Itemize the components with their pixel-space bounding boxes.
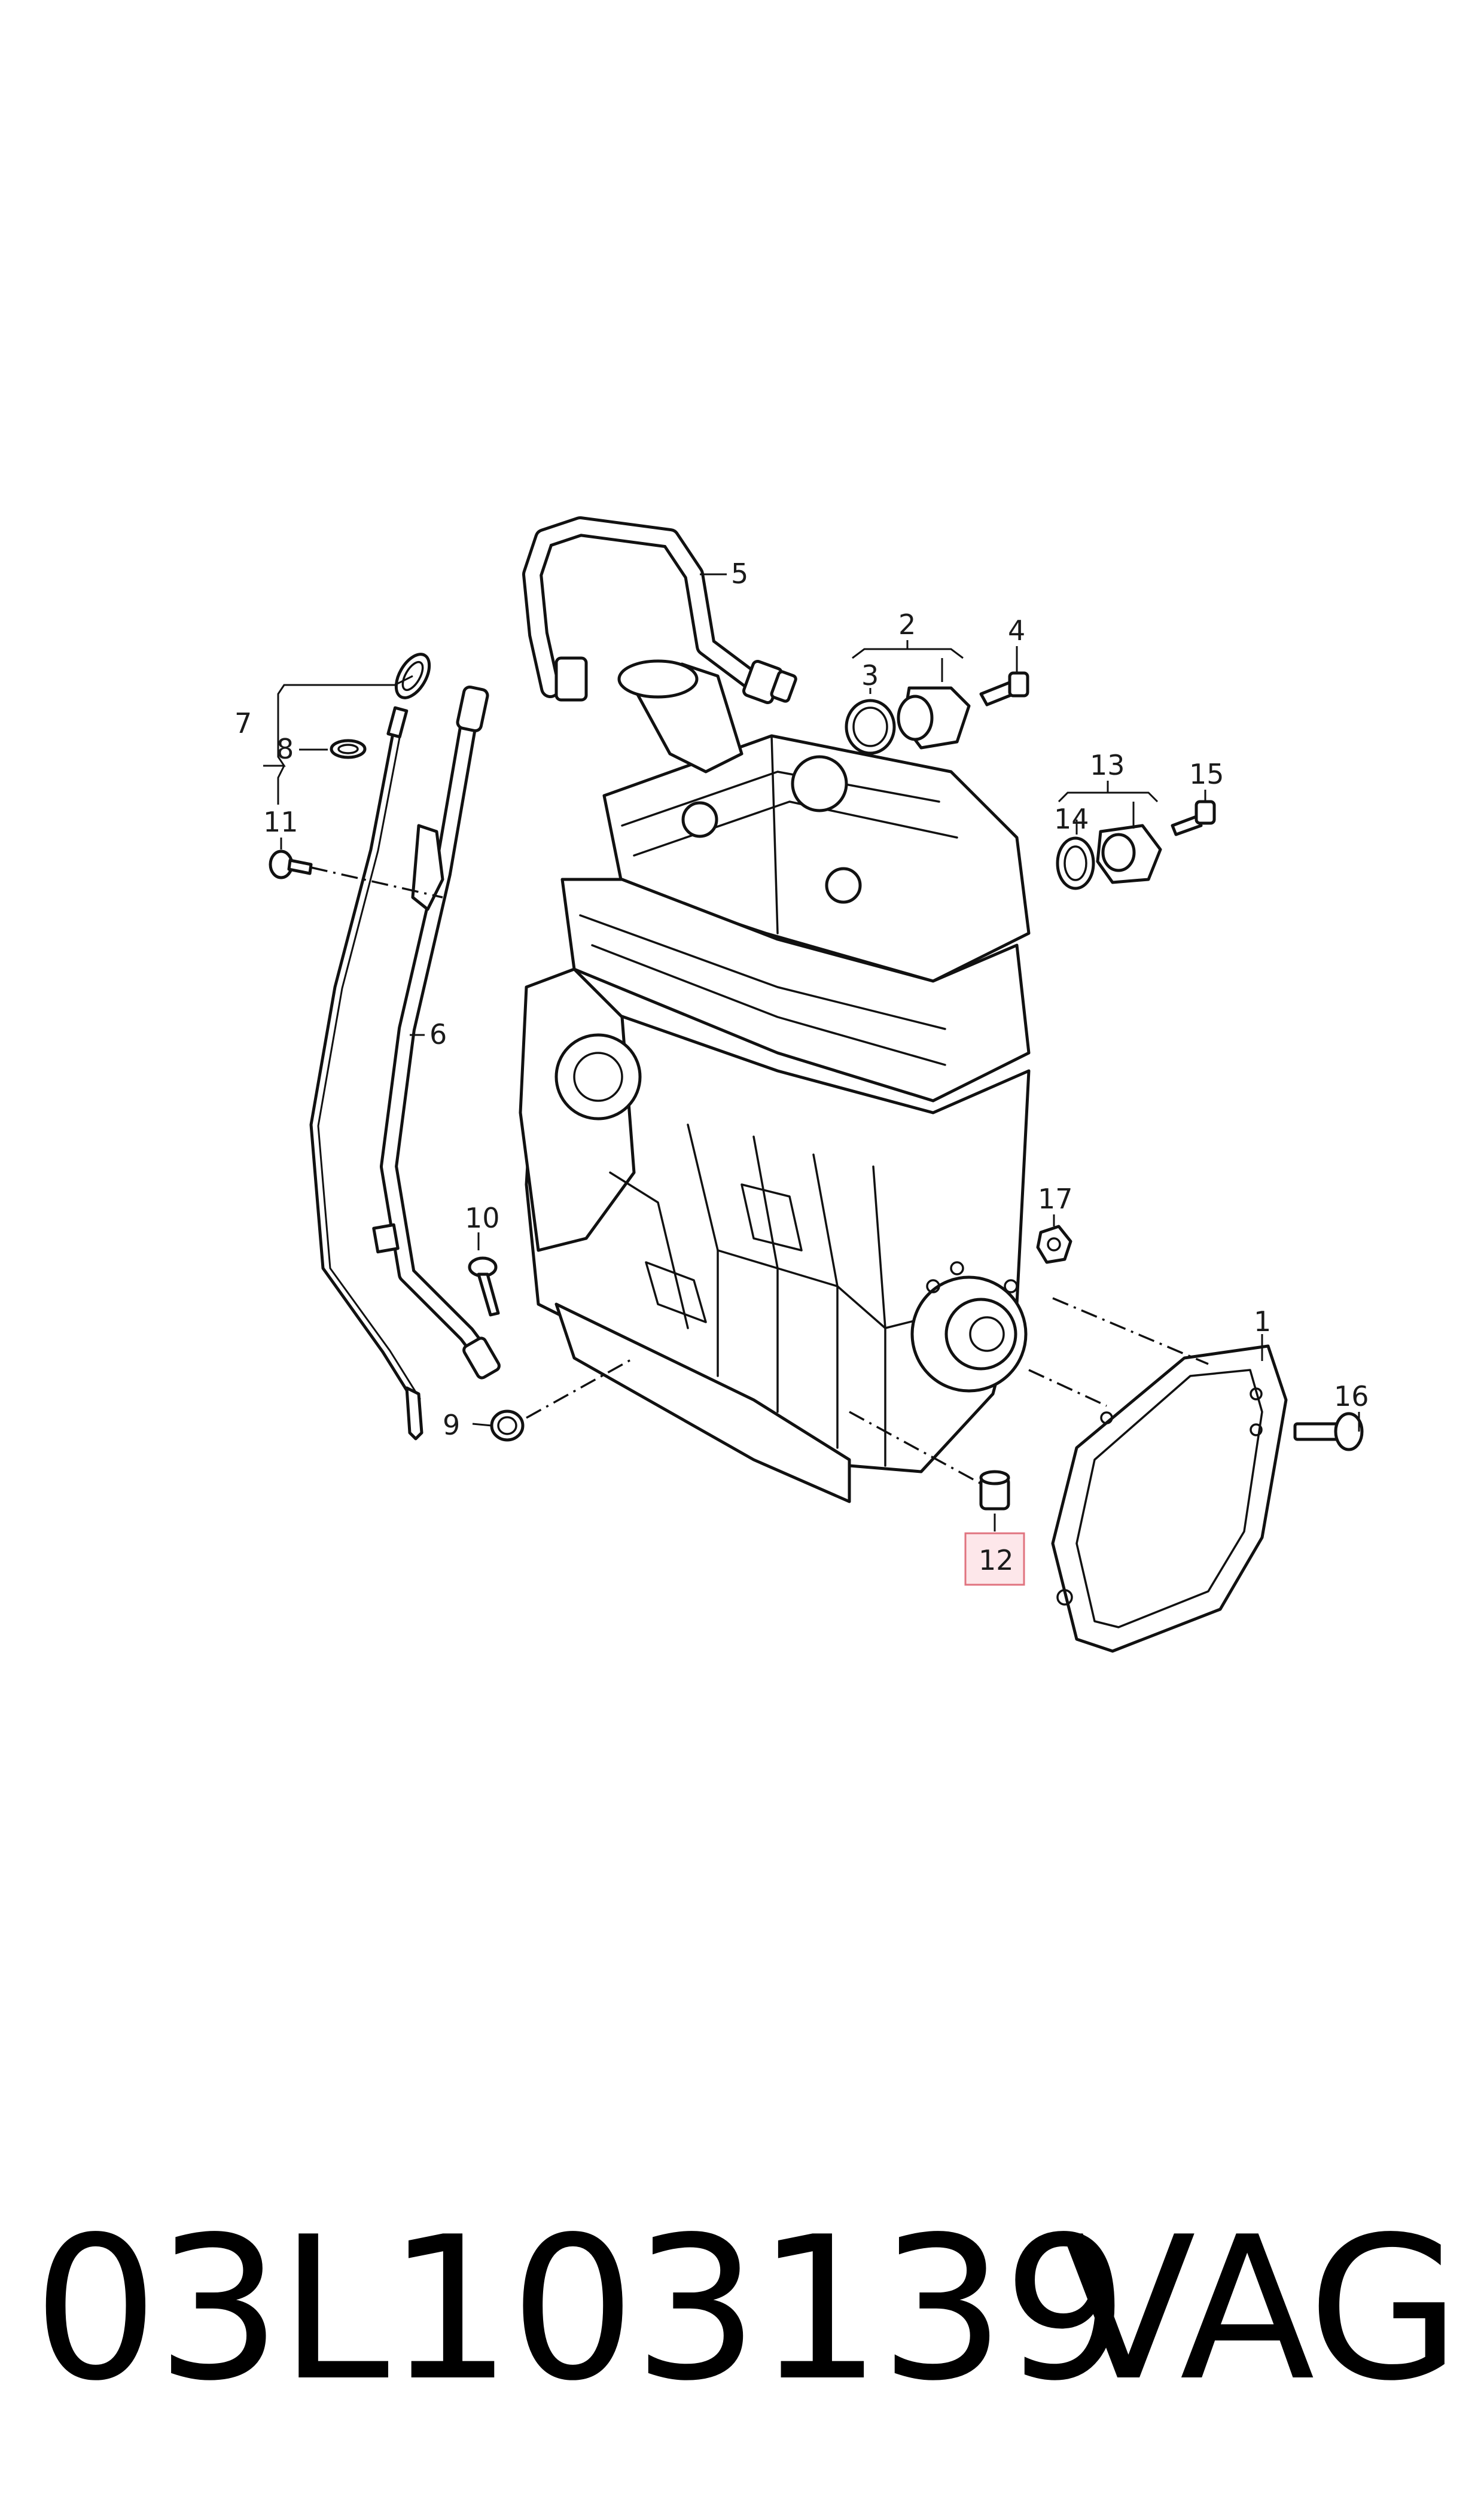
callout-13: 13 [1090,749,1125,781]
callout-10: 10 [465,1202,500,1234]
callout-5: 5 [731,558,748,590]
callout-16: 16 [1334,1380,1369,1412]
callout-6: 6 [429,1018,447,1051]
callout-17: 17 [1038,1183,1073,1215]
callout-14: 14 [1054,803,1089,835]
seal-ring-9 [490,1409,525,1442]
callout-15: 15 [1189,758,1224,790]
bolt-16 [1293,1412,1364,1451]
intermediate-plate [1051,1344,1288,1653]
callout-8: 8 [276,733,294,765]
callout-9: 9 [443,1409,460,1441]
callout-labels: 1 2 3 4 5 6 7 8 9 10 11 12 13 14 15 16 1… [234,558,1369,1586]
engine-block [519,659,1031,1503]
dipstick-tube [372,685,501,1380]
cover-flange-set [1056,800,1216,890]
breather-hose [522,516,797,704]
callout-7: 7 [234,707,252,739]
callout-2: 2 [898,608,916,641]
callout-12: 12 [979,1544,1014,1576]
callout-1: 1 [1254,1305,1271,1338]
leader-lines [263,573,1360,1531]
bolt-11 [269,850,313,879]
callout-3: 3 [861,659,879,692]
bolt-10 [468,1256,500,1317]
callout-4: 4 [1008,614,1025,647]
dowel-sleeve-12 [979,1470,1010,1511]
coolant-flange-set [845,671,1029,755]
brand-name: VAG [1061,2194,1461,2424]
dipstick [309,653,431,1441]
callout-11: 11 [263,806,298,838]
footer: 03L103139 VAG [0,2184,1484,2453]
o-ring-8 [330,739,367,759]
exploded-parts-diagram: 1 2 3 4 5 6 7 8 9 10 11 12 13 14 15 16 1… [234,516,1369,1653]
highlight-box-12 [964,1532,1025,1586]
nut-17 [1036,1225,1072,1264]
part-number: 03L103139 [33,2194,1129,2424]
